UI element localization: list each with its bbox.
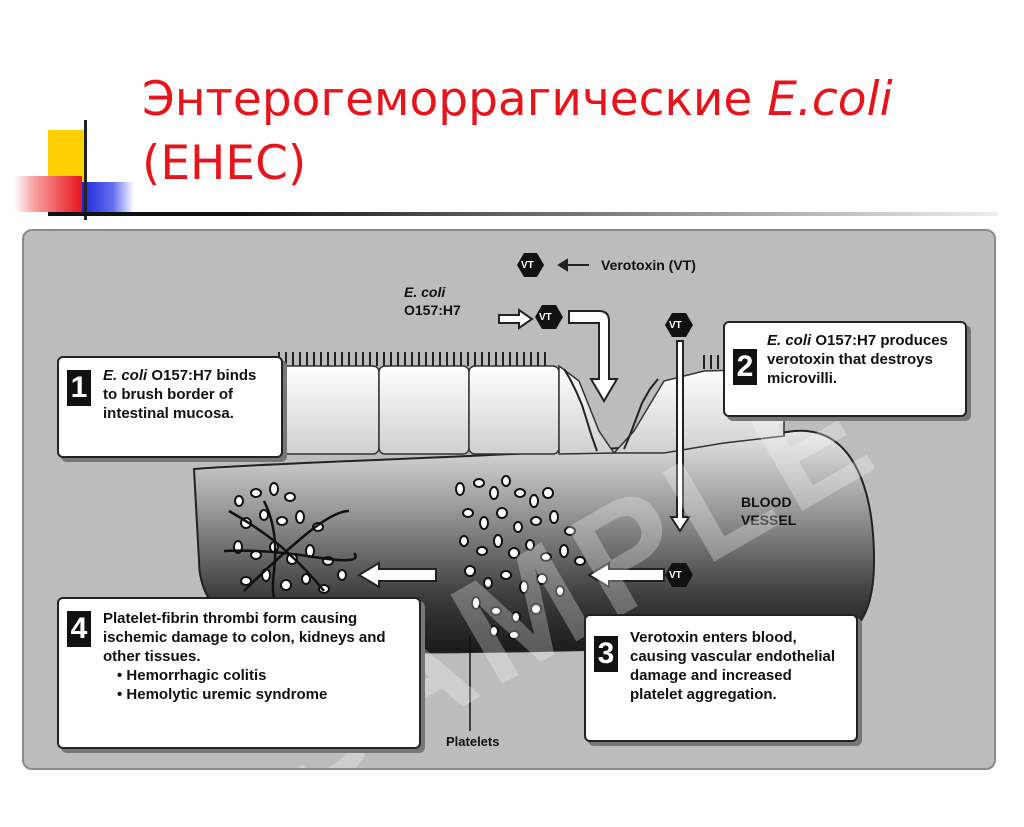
blood-vessel-label: BLOOD VESSEL <box>741 493 796 529</box>
step-3-line2: causing vascular endothelial <box>630 648 836 665</box>
fibrin-strands <box>223 500 357 606</box>
arrow-vessel-flow-left <box>357 561 437 589</box>
step-2-line3: microvilli. <box>767 370 838 387</box>
step-1-number: 1 <box>67 370 91 406</box>
slide-title: Энтерогеморрагические E.coli (EHEC) <box>142 68 893 196</box>
ehec-diagram: VT VT VT VT Verotoxin (VT) E. coli O157:… <box>22 229 996 770</box>
step-2-box: 2 E. coli O157:H7 produces verotoxin tha… <box>723 321 967 417</box>
step-4-bullet2: • Hemolytic uremic syndrome <box>117 686 328 703</box>
vt-badge-right-label: VT <box>669 320 682 331</box>
vt-badge-middle <box>535 305 563 329</box>
step-1-italic: E. coli <box>103 367 148 384</box>
arrow-vt-into-vessel <box>669 340 691 533</box>
step-1-text: E. coli O157:H7 binds to brush border of… <box>103 366 279 423</box>
blood-vessel-label-line1: BLOOD <box>741 494 792 510</box>
ecoli-label: E. coli O157:H7 <box>404 283 461 319</box>
step-2-italic: E. coli <box>767 332 812 349</box>
vt-badge-top <box>517 253 544 277</box>
step-4-number: 4 <box>67 611 91 647</box>
step-2-line2: verotoxin that destroys <box>767 351 933 368</box>
ecoli-label-strain: O157:H7 <box>404 302 461 318</box>
red-square-decoration <box>14 176 82 212</box>
step-3-line4: platelet aggregation. <box>630 686 777 703</box>
arrow-verotoxin-pointer <box>557 258 589 272</box>
step-4-line2: ischemic damage to colon, kidneys and <box>103 629 386 646</box>
yellow-square-decoration <box>48 130 86 182</box>
blue-square-decoration <box>82 182 134 212</box>
step-3-text: Verotoxin enters blood, causing vascular… <box>630 628 854 704</box>
vt-badge-vessel <box>665 563 693 587</box>
vertical-line-decoration <box>84 120 87 220</box>
step-1-line1: O157:H7 binds <box>147 367 257 384</box>
ecoli-label-species: E. coli <box>404 284 446 300</box>
step-1-line2: to brush border of <box>103 386 233 403</box>
title-line-2: (EHEC) <box>142 136 307 191</box>
vt-badge-vessel-label: VT <box>669 570 682 581</box>
blood-vessel-label-line2: VESSEL <box>741 512 797 528</box>
verotoxin-label: Verotoxin (VT) <box>601 257 696 273</box>
step-2-text: E. coli O157:H7 produces verotoxin that … <box>767 331 963 388</box>
platelets-cluster-middle <box>455 475 586 640</box>
step-4-box: 4 Platelet-fibrin thrombi form causing i… <box>57 597 421 749</box>
step-2-line1: O157:H7 produces <box>811 332 948 349</box>
step-1-box: 1 E. coli O157:H7 binds to brush border … <box>57 356 283 458</box>
platelets-label: Platelets <box>446 734 500 749</box>
arrow-vessel-flow-right <box>587 561 665 589</box>
title-underline <box>48 212 998 216</box>
title-line-1: Энтерогеморрагические E.coli <box>142 68 893 132</box>
step-3-line1: Verotoxin enters blood, <box>630 629 797 646</box>
vt-badge-top-label: VT <box>521 260 534 271</box>
vt-badge-right <box>665 313 693 337</box>
vt-badge-middle-label: VT <box>539 312 552 323</box>
step-3-box: 3 Verotoxin enters blood, causing vascul… <box>584 614 858 742</box>
step-4-line3: other tissues. <box>103 648 201 665</box>
arrow-vt-down-to-mucosa <box>568 310 619 403</box>
step-2-number: 2 <box>733 349 757 385</box>
title-main-text: Энтерогеморрагические <box>142 72 768 127</box>
step-3-line3: damage and increased <box>630 667 792 684</box>
platelets-cluster-left <box>233 482 347 594</box>
title-italic-text: E.coli <box>767 72 893 127</box>
step-3-number: 3 <box>594 636 618 672</box>
step-4-line1: Platelet-fibrin thrombi form causing <box>103 610 358 627</box>
step-1-line3: intestinal mucosa. <box>103 405 234 422</box>
step-4-bullet1: • Hemorrhagic colitis <box>117 667 267 684</box>
step-4-text: Platelet-fibrin thrombi form causing isc… <box>103 609 417 704</box>
arrow-ecoli-to-vt <box>498 308 534 330</box>
